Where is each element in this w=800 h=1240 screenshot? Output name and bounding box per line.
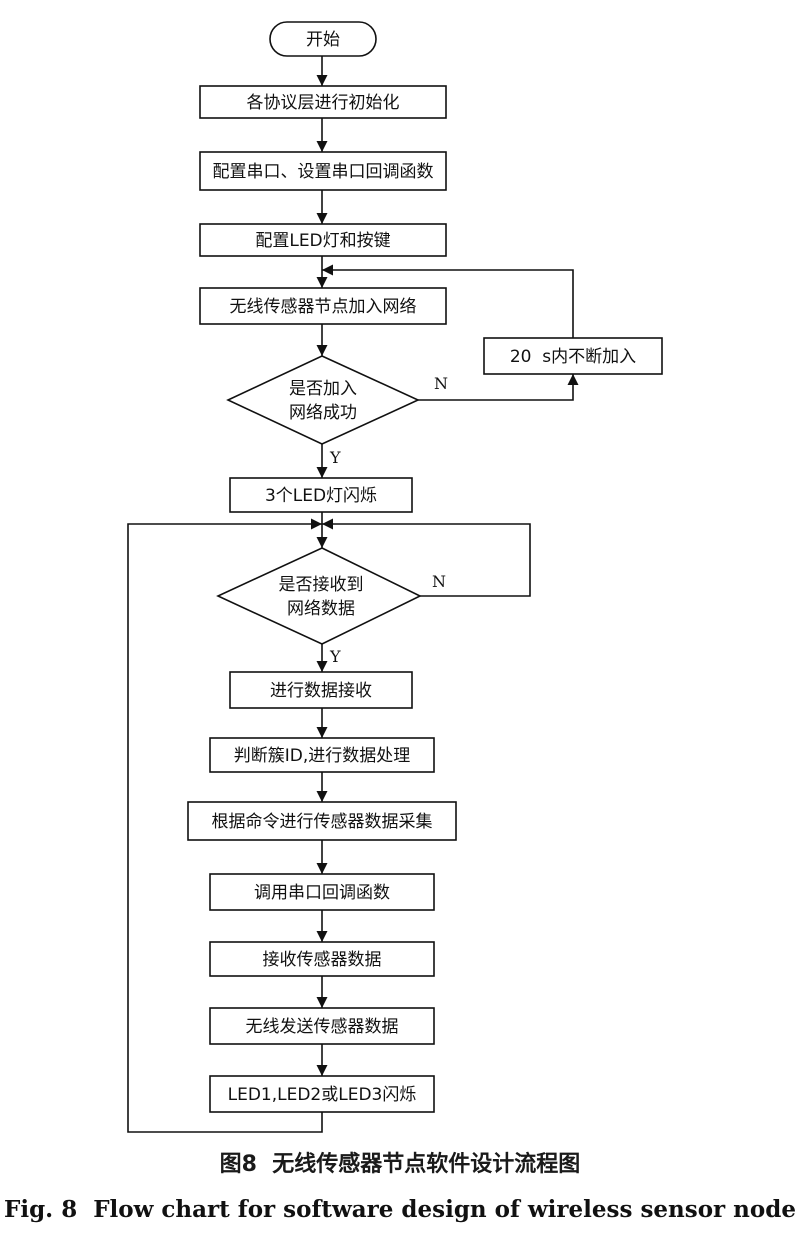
retry-label: 20 s内不断加入 [510, 347, 636, 367]
receive-data-label: 进行数据接收 [270, 681, 372, 701]
receive-sensor-box [209, 941, 435, 977]
blink3-box [229, 477, 413, 513]
receive-yes-label: Y [329, 647, 341, 666]
judge-cluster-box [209, 737, 435, 773]
no-branch-join [418, 374, 579, 401]
caption-chinese: 图8 无线传感器节点软件设计流程图 [219, 1152, 581, 1177]
receive-sensor-label: 接收传感器数据 [263, 950, 382, 970]
init-box [199, 85, 447, 119]
led-blink-label: LED1,LED2或LED3闪烁 [228, 1085, 417, 1105]
join-no-label: N [434, 374, 448, 393]
caption-english: Fig. 8 Flow chart for software design of… [4, 1196, 796, 1223]
join-network-box [199, 287, 447, 325]
main-loop [127, 518, 323, 1133]
send-wireless-box [209, 1007, 435, 1045]
receive-data-box [229, 671, 413, 709]
judge-cluster-label: 判断簇ID,进行数据处理 [234, 746, 411, 766]
start-terminator [269, 21, 377, 57]
retry-loop [322, 264, 574, 338]
join-success-decision [226, 355, 420, 445]
receive-line2: 网络数据 [287, 599, 355, 619]
blink3-label: 3个LED灯闪烁 [265, 486, 377, 506]
call-callback-label: 调用串口回调函数 [254, 883, 390, 903]
join-success-line2: 网络成功 [289, 403, 357, 423]
led-blink-box [209, 1075, 435, 1113]
flowchart: 开始 各协议层进行初始化 配置串口、设置串口回调函数 配置LED灯和按键 无线传… [127, 21, 663, 1133]
receive-line1: 是否接收到 [279, 575, 364, 595]
config-led-label: 配置LED灯和按键 [255, 231, 390, 251]
join-success-line1: 是否加入 [289, 379, 357, 399]
config-serial-label: 配置串口、设置串口回调函数 [213, 162, 434, 182]
collect-label: 根据命令进行传感器数据采集 [212, 812, 433, 832]
send-wireless-label: 无线发送传感器数据 [246, 1017, 399, 1037]
retry-box [483, 337, 663, 375]
join-yes-label: Y [329, 448, 341, 467]
init-label: 各协议层进行初始化 [247, 93, 400, 113]
receive-decision [216, 547, 422, 645]
start-label: 开始 [306, 30, 340, 50]
config-led-box [199, 223, 447, 257]
receive-no-label: N [432, 572, 446, 591]
no-branch-receive [322, 518, 531, 597]
call-callback-box [209, 873, 435, 911]
collect-box [187, 801, 457, 841]
join-network-label: 无线传感器节点加入网络 [230, 297, 417, 317]
config-serial-box [199, 151, 447, 191]
